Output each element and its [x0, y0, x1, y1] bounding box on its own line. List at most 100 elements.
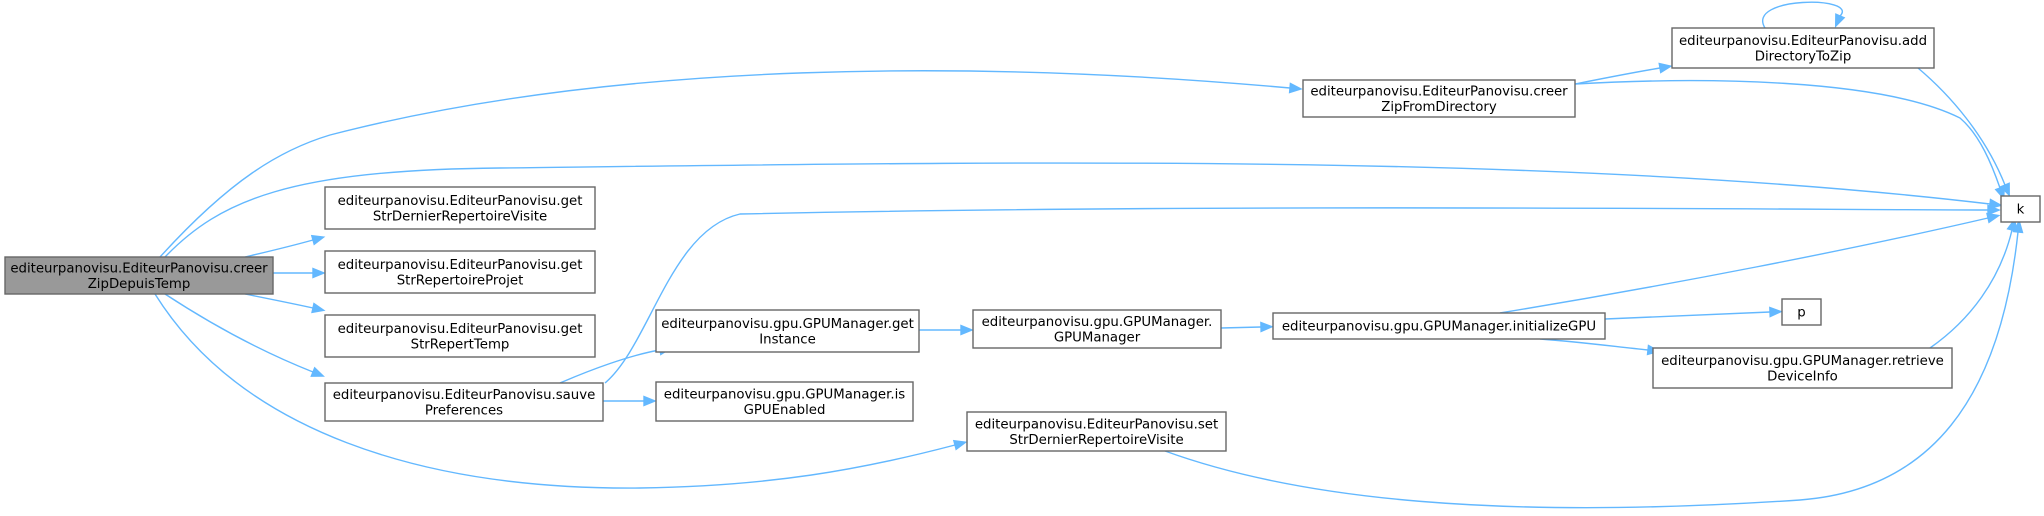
node-setStrDernierRepertoireVisite[interactable]: editeurpanovisu.EditeurPanovisu.setStrDe…: [966, 411, 1227, 452]
arrowhead-icon: [310, 366, 325, 377]
arrowhead-icon: [952, 439, 968, 451]
arrowhead-icon: [1987, 204, 2001, 216]
node-box: [4, 256, 274, 295]
edge-creerZipFromDirectory-to-addDirectoryToZip: [1574, 62, 1673, 85]
edge-line: [244, 239, 314, 258]
call-edges: [154, 1, 2024, 509]
edge-root-to-creerZipFromDirectory: [159, 70, 1303, 258]
edge-line: [164, 293, 314, 373]
edge-line: [1499, 217, 1989, 314]
node-label: ZipDepuisTemp: [88, 277, 191, 292]
edge-root-to-getStrRepertoireProjet: [273, 267, 326, 279]
node-label: editeurpanovisu.gpu.GPUManager.: [982, 315, 1213, 330]
call-nodes: editeurpanovisu.EditeurPanovisu.creerZip…: [4, 27, 2041, 452]
node-label: ZipFromDirectory: [1381, 100, 1497, 115]
edge-root-to-getStrRepertTemp: [244, 293, 326, 314]
node-box: [1302, 79, 1576, 118]
edge-addDirectoryToZip-to-k: [1917, 67, 2010, 197]
node-label: DirectoryToZip: [1755, 49, 1852, 64]
edge-GPUManager-to-initializeGPU: [1220, 321, 1274, 333]
arrowhead-icon: [1658, 62, 1673, 74]
node-label: StrRepertoireProjet: [397, 273, 524, 288]
node-getInstance[interactable]: editeurpanovisu.gpu.GPUManager.getInstan…: [655, 309, 920, 353]
node-GPUManager[interactable]: editeurpanovisu.gpu.GPUManager.GPUManage…: [972, 309, 1222, 349]
arrowhead-icon: [1769, 306, 1783, 318]
node-p[interactable]: p: [1781, 298, 1822, 326]
arrowhead-icon: [310, 234, 326, 246]
edge-line: [164, 162, 1991, 258]
edge-initializeGPU-to-k: [1499, 212, 2001, 314]
edge-root-to-getStrDernierRepertoireVisite: [244, 234, 326, 258]
node-label: editeurpanovisu.gpu.GPUManager.is: [664, 387, 905, 402]
node-box: [324, 250, 596, 294]
node-retrieveDeviceInfo[interactable]: editeurpanovisu.gpu.GPUManager.retrieveD…: [1652, 347, 1953, 389]
node-box: [1652, 347, 1953, 389]
node-isGPUEnabled[interactable]: editeurpanovisu.gpu.GPUManager.isGPUEnab…: [655, 381, 914, 422]
node-label: editeurpanovisu.EditeurPanovisu.get: [338, 322, 583, 337]
edge-addDirectoryToZip-to-addDirectoryToZip: [1761, 1, 1846, 29]
edge-retrieveDeviceInfo-to-k: [1929, 217, 2018, 349]
node-label: p: [1797, 306, 1805, 321]
arrowhead-icon: [1988, 198, 2003, 210]
node-label: editeurpanovisu.gpu.GPUManager.retrieve: [1661, 354, 1944, 369]
node-label: Preferences: [425, 403, 503, 418]
node-box: [655, 309, 920, 353]
node-label: editeurpanovisu.EditeurPanovisu.add: [1679, 34, 1927, 49]
node-label: GPUManager: [1054, 330, 1141, 345]
node-label: StrDernierRepertoireVisite: [373, 209, 547, 224]
edge-line: [1604, 311, 1771, 320]
arrowhead-icon: [1260, 321, 1274, 333]
arrowhead-icon: [1288, 82, 1303, 94]
edge-line: [244, 293, 314, 309]
edge-line: [159, 70, 1291, 258]
edge-sauvePreferences-to-k: [604, 204, 2001, 384]
node-box: [1671, 27, 1935, 69]
edge-line: [1917, 67, 2006, 186]
edge-line: [154, 293, 956, 489]
arrowhead-icon: [960, 324, 974, 336]
node-addDirectoryToZip[interactable]: editeurpanovisu.EditeurPanovisu.addDirec…: [1671, 27, 1935, 69]
node-box: [324, 382, 604, 422]
node-getStrRepertTemp[interactable]: editeurpanovisu.EditeurPanovisu.getStrRe…: [324, 314, 596, 358]
node-getStrRepertoireProjet[interactable]: editeurpanovisu.EditeurPanovisu.getStrRe…: [324, 250, 596, 294]
arrowhead-icon: [643, 395, 657, 407]
edge-line: [559, 349, 661, 384]
node-getStrDernierRepertoireVisite[interactable]: editeurpanovisu.EditeurPanovisu.getStrDe…: [324, 186, 596, 230]
node-label: editeurpanovisu.EditeurPanovisu.get: [338, 194, 583, 209]
edge-line: [1574, 67, 1661, 85]
edge-initializeGPU-to-retrieveDeviceInfo: [1539, 338, 1661, 356]
node-label: StrRepertTemp: [411, 337, 510, 352]
node-label: GPUEnabled: [744, 403, 826, 418]
edge-root-to-setStrDernierRepertoireVisite: [154, 293, 968, 489]
node-label: editeurpanovisu.gpu.GPUManager.initializ…: [1282, 320, 1596, 335]
node-box: [1272, 312, 1606, 340]
node-creerZipFromDirectory[interactable]: editeurpanovisu.EditeurPanovisu.creerZip…: [1302, 79, 1576, 118]
node-k[interactable]: k: [2000, 195, 2041, 223]
node-box: [1781, 298, 1822, 326]
node-label: k: [2017, 203, 2025, 218]
node-initializeGPU[interactable]: editeurpanovisu.gpu.GPUManager.initializ…: [1272, 312, 1606, 340]
edge-setStrDernierRepertoireVisite-to-k: [1164, 219, 2024, 509]
arrowhead-icon: [1834, 13, 1846, 28]
edge-getInstance-to-GPUManager: [919, 324, 974, 336]
node-box: [324, 186, 596, 230]
node-label: editeurpanovisu.EditeurPanovisu.sauve: [333, 388, 596, 403]
node-label: editeurpanovisu.EditeurPanovisu.set: [975, 417, 1218, 432]
edge-line: [1761, 1, 1844, 29]
node-label: StrDernierRepertoireVisite: [1009, 433, 1183, 448]
arrowhead-icon: [2012, 219, 2024, 234]
edge-creerZipFromDirectory-to-k: [1574, 79, 2005, 201]
arrowhead-icon: [312, 267, 326, 279]
edge-initializeGPU-to-p: [1604, 306, 1783, 320]
arrowhead-icon: [1999, 182, 2010, 197]
edge-root-to-k: [164, 162, 2003, 258]
node-label: Instance: [759, 332, 816, 347]
node-sauvePreferences[interactable]: editeurpanovisu.EditeurPanovisu.sauvePre…: [324, 382, 604, 422]
node-box: [972, 309, 1222, 349]
node-label: editeurpanovisu.EditeurPanovisu.get: [338, 258, 583, 273]
node-box: [324, 314, 596, 358]
edge-line: [1574, 79, 2001, 189]
edge-line: [1539, 338, 1649, 351]
edge-root-to-sauvePreferences: [164, 293, 325, 377]
